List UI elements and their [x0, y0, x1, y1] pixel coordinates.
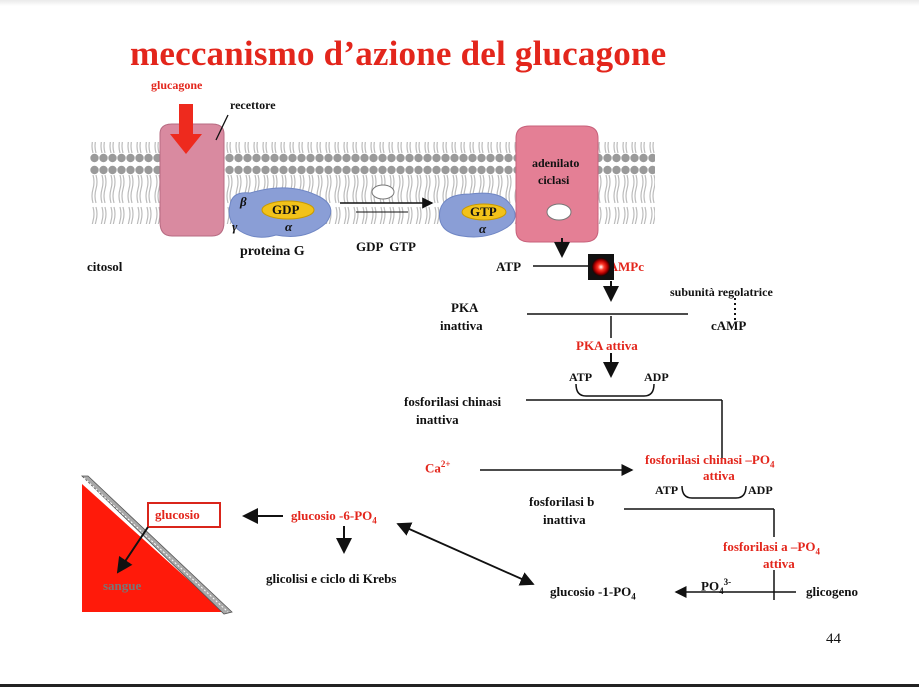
- sangue-label: sangue: [103, 578, 142, 593]
- atp-2-label: ATP: [569, 370, 593, 384]
- vessel-wall-texture: [83, 477, 229, 613]
- po4-sup: 3-: [723, 577, 732, 587]
- fc-attiva-sub: 4: [769, 459, 775, 470]
- camp-label: AMPc: [614, 259, 644, 274]
- fb-inattiva-1: fosforilasi b: [529, 494, 595, 509]
- recettore-label: recettore: [230, 98, 276, 112]
- page-number: 44: [826, 631, 841, 647]
- po4-sub: 4: [719, 585, 724, 596]
- proteina-g-label: proteina G: [240, 244, 305, 259]
- glucagone-arrow-icon: [170, 104, 202, 154]
- glucosio-1-label: glucosio -1-PO4: [550, 584, 636, 605]
- gdp-badge-shape: [261, 200, 315, 220]
- bottom-border: [0, 684, 919, 687]
- atp-adp-bracket-1: [575, 383, 655, 397]
- fc-inattiva-1: fosforilasi chinasi: [404, 394, 502, 409]
- po4-text: PO: [701, 578, 720, 594]
- ca-sup: 2+: [440, 459, 451, 469]
- camp-right-label: cAMP: [711, 318, 747, 333]
- ca-text: Ca: [425, 460, 441, 476]
- glicogeno-label: glicogeno: [806, 584, 858, 599]
- glucosio-1-text: glucosio -1-PO: [550, 584, 632, 599]
- adenylate-cyclase-shape: [515, 125, 599, 243]
- fa-attiva-text: fosforilasi a –PO: [723, 539, 816, 554]
- isomerase-double-arrow: [396, 522, 535, 586]
- fc-inattiva-2: inattiva: [416, 412, 459, 427]
- alpha-right-label: α: [479, 221, 487, 236]
- fa-attiva-sub: 4: [815, 546, 820, 557]
- pka-inattiva-1: PKA: [451, 300, 479, 315]
- adenilato-line1: adenilato: [532, 156, 580, 170]
- receptor-shape: [159, 123, 225, 237]
- top-shade: [0, 0, 919, 6]
- gtp-badge-label: GTP: [470, 204, 497, 219]
- glucose-box: [147, 502, 221, 528]
- alpha-left-label: α: [285, 219, 293, 234]
- po4-label: PO43-: [701, 574, 731, 599]
- gdp-badge-label: GDP: [272, 202, 300, 217]
- signal-oval: [371, 184, 395, 200]
- glucosio-6-sub: 4: [372, 515, 377, 526]
- fc-attiva-text: fosforilasi chinasi –PO: [645, 452, 770, 467]
- glucosio-box-label: glucosio: [155, 507, 200, 522]
- gdp-gtp-label: GDP GTP: [356, 239, 416, 254]
- glucosio-1-sub: 4: [631, 591, 636, 602]
- adp-2-label: ADP: [644, 370, 669, 384]
- glucosio-6-label: glucosio -6-PO4: [291, 508, 377, 529]
- camp-marker-dot: [592, 258, 610, 276]
- fa-attiva-2: attiva: [763, 556, 795, 571]
- adp-3-label: ADP: [748, 483, 773, 497]
- glucosio-6-text: glucosio -6-PO: [291, 508, 373, 523]
- page-title: meccanismo d’azione del glucagone: [130, 34, 667, 73]
- atp-3-label: ATP: [655, 483, 679, 497]
- subunita-label: subunità regolatrice: [670, 285, 773, 299]
- glicolisi-label: glicolisi e ciclo di Krebs: [266, 571, 397, 586]
- fb-inattiva-2: inattiva: [543, 512, 586, 527]
- ca-label: Ca2+: [425, 456, 451, 476]
- fa-attiva-1: fosforilasi a –PO4: [723, 539, 820, 560]
- glucagone-label: glucagone: [151, 78, 203, 92]
- fc-attiva-1: fosforilasi chinasi –PO4: [645, 452, 774, 473]
- beta-label: β: [240, 194, 247, 209]
- citosol-label: citosol: [87, 259, 123, 274]
- atp-adp-bracket-2: [681, 485, 747, 499]
- gamma-label: γ: [232, 219, 238, 234]
- gtp-badge-shape: [461, 203, 507, 221]
- atp-top-label: ATP: [496, 259, 522, 274]
- fc-attiva-2: attiva: [703, 468, 735, 483]
- pka-inattiva-2: inattiva: [440, 318, 483, 333]
- receptor-leader: [215, 114, 229, 141]
- pka-attiva-label: PKA attiva: [576, 338, 638, 353]
- cyclase-site: [546, 203, 572, 221]
- to-blood-arrow: [116, 526, 149, 574]
- adenilato-line2: ciclasi: [538, 173, 570, 187]
